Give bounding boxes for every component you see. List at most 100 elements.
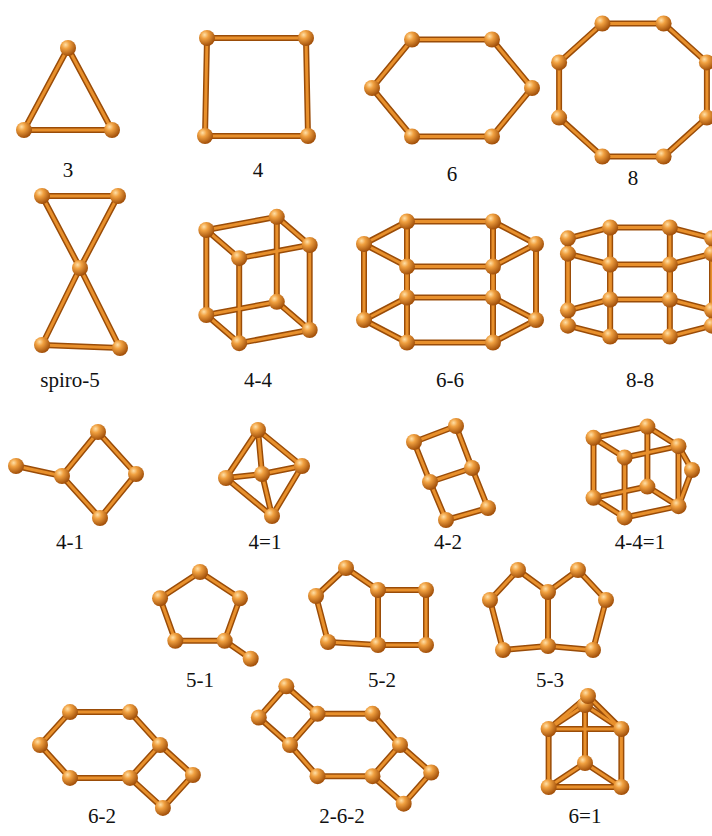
bond	[62, 432, 98, 476]
structure-label: 5-3	[536, 668, 564, 693]
atom	[585, 490, 601, 506]
atom	[298, 30, 314, 46]
atom	[62, 770, 78, 786]
bond	[206, 217, 276, 230]
bond	[42, 193, 118, 199]
atom	[218, 470, 234, 486]
atom	[250, 422, 266, 438]
bond-highlight	[407, 265, 493, 268]
atom	[152, 737, 168, 753]
atom	[684, 462, 700, 478]
bond-highlight	[620, 729, 623, 787]
atom	[243, 651, 259, 667]
atom	[704, 302, 712, 318]
bond	[644, 427, 650, 487]
atom	[104, 122, 120, 138]
bond-highlight	[42, 268, 80, 345]
atom	[338, 560, 354, 576]
atom	[399, 213, 415, 229]
bond-highlight	[258, 430, 302, 466]
bond	[24, 48, 68, 130]
bond	[559, 118, 602, 157]
bond	[556, 62, 562, 117]
bond-highlight	[62, 432, 98, 476]
bond-highlight	[547, 729, 550, 787]
bond-highlight	[272, 466, 302, 516]
structure-label: 4	[253, 158, 264, 183]
bond	[407, 294, 493, 300]
bond-highlight	[205, 38, 207, 136]
atom	[560, 302, 576, 318]
bond	[593, 427, 647, 438]
bond-highlight	[206, 302, 276, 315]
atom	[231, 250, 247, 266]
atom	[485, 213, 501, 229]
atom	[232, 590, 248, 606]
atom	[495, 642, 511, 658]
atom	[264, 508, 280, 524]
bond-highlight	[275, 217, 278, 302]
structure-label: 6-2	[88, 804, 116, 829]
bond-highlight	[80, 268, 120, 348]
atom	[485, 335, 501, 351]
structure-label: 5-1	[186, 668, 214, 693]
atom	[560, 230, 576, 246]
bond	[407, 340, 493, 346]
bond	[559, 23, 602, 62]
cluster-structure	[251, 678, 439, 811]
bond	[610, 225, 670, 231]
bond-highlight	[205, 135, 308, 138]
atom	[356, 312, 372, 328]
structure-label: 4-2	[434, 530, 462, 555]
bond-highlight	[239, 245, 309, 258]
atom	[540, 638, 556, 654]
bond	[226, 430, 258, 478]
bond-highlight	[407, 220, 493, 223]
bond-highlight	[602, 22, 663, 25]
bond-highlight	[593, 427, 647, 438]
bond	[625, 506, 679, 517]
atom	[302, 322, 318, 338]
bond	[602, 20, 663, 26]
cluster-structure	[356, 213, 544, 350]
bond	[602, 154, 663, 160]
structure-label: 4=1	[249, 530, 282, 555]
bond-highlight	[492, 88, 532, 136]
atom	[560, 246, 576, 262]
cluster-structure	[218, 422, 310, 524]
bond-highlight	[206, 217, 276, 230]
bond-highlight	[306, 38, 308, 136]
atom	[310, 768, 326, 784]
bond-highlight	[492, 40, 532, 88]
bond	[618, 729, 624, 787]
bond	[407, 218, 493, 224]
bond-highlight	[610, 298, 670, 301]
bond-highlight	[664, 23, 707, 62]
bond-highlight	[308, 245, 311, 330]
bond-highlight	[558, 62, 561, 117]
atom	[594, 149, 610, 165]
bond	[412, 37, 492, 43]
atom	[356, 236, 372, 252]
atom	[617, 509, 633, 525]
bond-highlight	[592, 438, 595, 498]
cluster-structure	[560, 220, 712, 345]
atom	[72, 260, 88, 276]
bond	[622, 457, 628, 517]
atom	[406, 434, 422, 450]
atom	[269, 294, 285, 310]
bond-highlight	[205, 230, 208, 315]
atom	[438, 512, 454, 528]
bond-highlight	[24, 48, 68, 130]
structure-label: 3	[63, 158, 74, 183]
bond-highlight	[42, 345, 120, 348]
atom	[484, 128, 500, 144]
bond-highlight	[705, 62, 708, 117]
atom	[551, 110, 567, 126]
bond-highlight	[407, 296, 493, 299]
bond-highlight	[549, 786, 622, 789]
atom	[594, 15, 610, 31]
atom	[418, 637, 434, 653]
bond-highlight	[70, 711, 130, 714]
atom	[422, 474, 438, 490]
